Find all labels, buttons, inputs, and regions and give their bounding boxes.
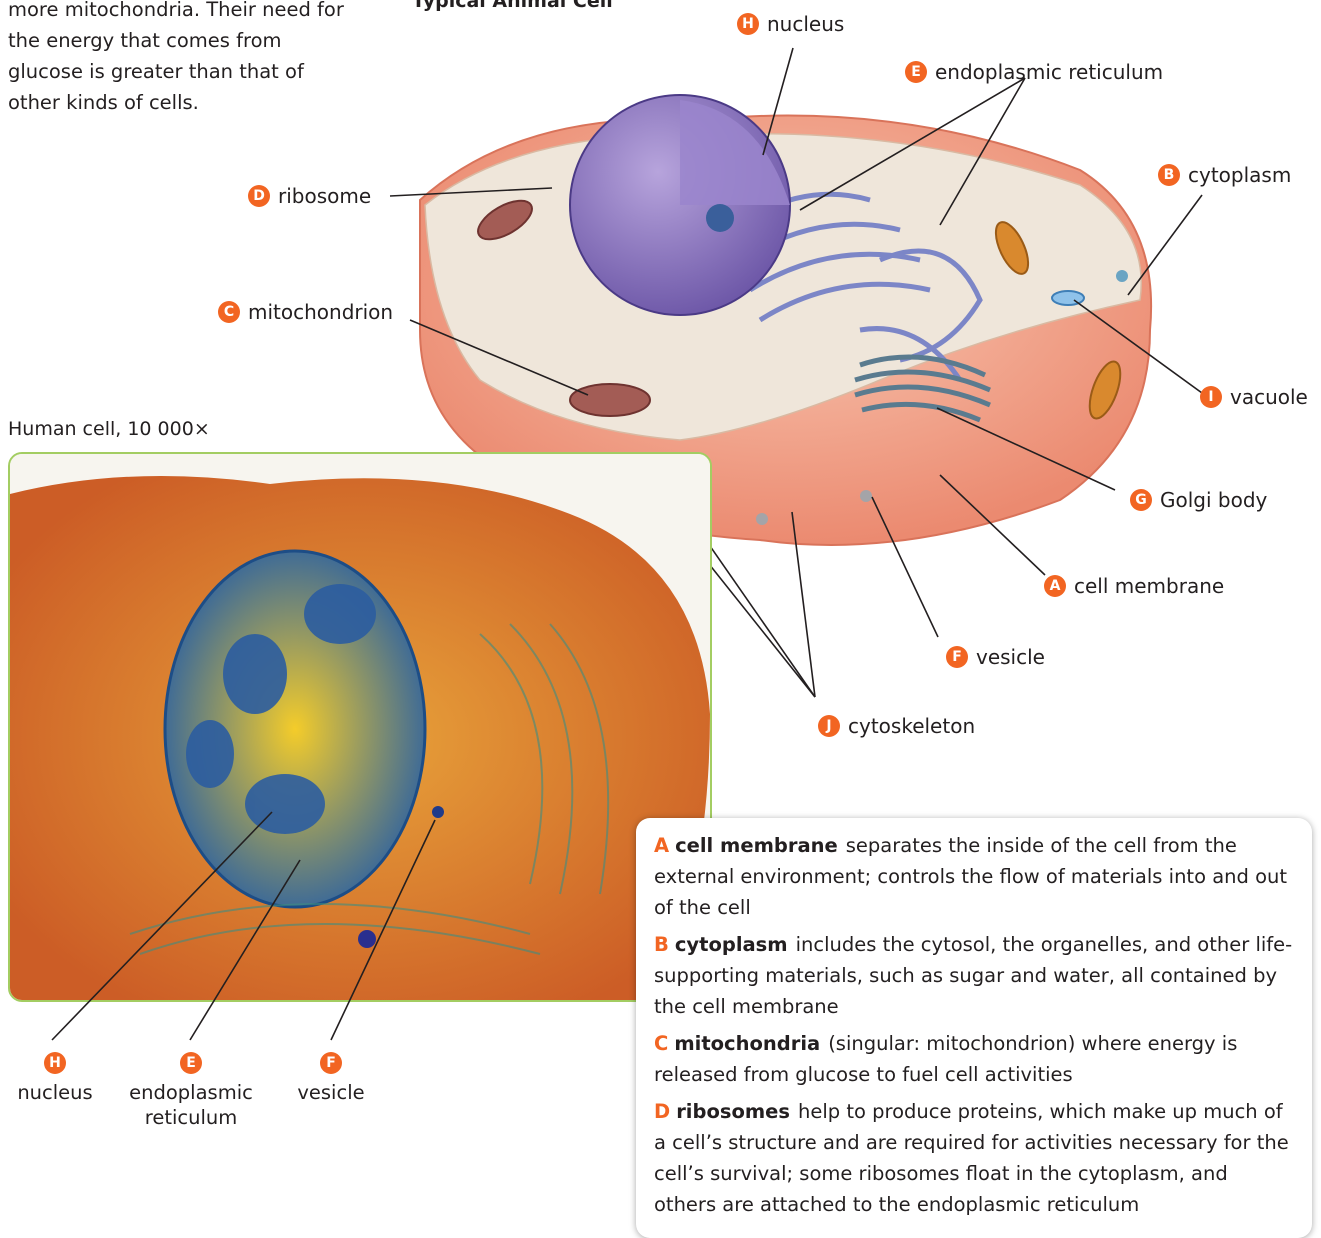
micro-label-text: vesicle	[297, 1081, 364, 1104]
definition-term: mitochondria	[674, 1032, 820, 1055]
definition-term: cell membrane	[675, 834, 838, 857]
definition-term: ribosomes	[676, 1100, 790, 1123]
letter-badge: F	[320, 1052, 342, 1074]
definition-letter: C	[654, 1032, 668, 1055]
definition-letter: A	[654, 834, 669, 857]
micro-label-text: endoplasmic reticulum	[129, 1081, 253, 1129]
letter-badge: H	[44, 1052, 66, 1074]
definition-letter: D	[654, 1100, 670, 1123]
micro-label-nucleus: H nucleus	[0, 1052, 130, 1105]
definition-letter: B	[654, 933, 669, 956]
definition-term: cytoplasm	[675, 933, 788, 956]
micro-label-endoplasmic-reticulum: E endoplasmic reticulum	[116, 1052, 266, 1130]
letter-badge: E	[180, 1052, 202, 1074]
micro-label-text: nucleus	[17, 1081, 92, 1104]
micro-label-vesicle: F vesicle	[256, 1052, 406, 1105]
